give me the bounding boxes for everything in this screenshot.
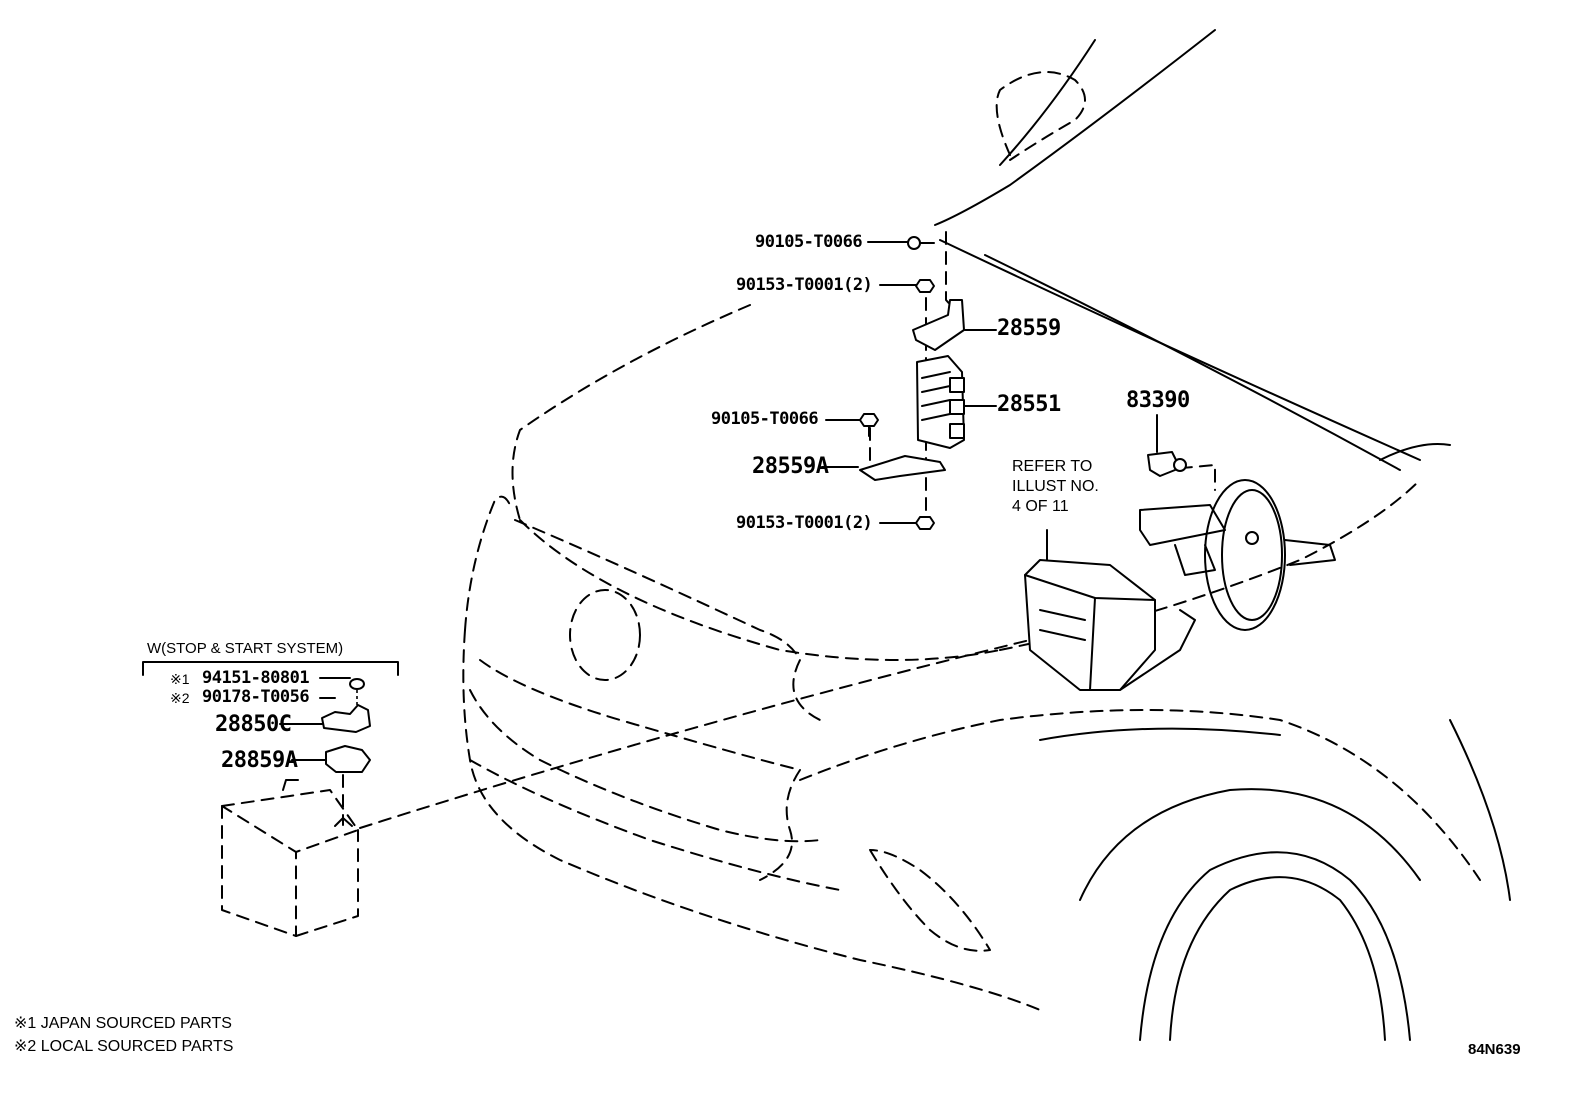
label-90153-t0001-bottom[interactable]: 90153-T0001(2) <box>736 513 873 533</box>
brake-booster-icon <box>1139 479 1336 631</box>
label-90105-t0066-mid[interactable]: 90105-T0066 <box>711 409 819 429</box>
bolt-90105-mid-icon[interactable] <box>859 413 879 437</box>
label-28559a[interactable]: 28559A <box>752 454 829 479</box>
car-body-outline <box>462 29 1511 1041</box>
bracket-28559a-icon[interactable] <box>859 455 946 481</box>
nut-90153-bottom-icon[interactable] <box>915 516 935 530</box>
junction-box-icon <box>1024 559 1196 691</box>
label-90178-t0056[interactable]: 90178-T0056 <box>202 687 310 707</box>
sensor-28850c-icon[interactable] <box>321 704 371 733</box>
nut-90153-top-icon[interactable] <box>915 279 935 293</box>
refer-note-line-3: 4 OF 11 <box>1012 498 1069 515</box>
label-28559[interactable]: 28559 <box>997 316 1061 341</box>
refer-note-line-2: ILLUST NO. <box>1012 478 1099 495</box>
relay-block-28551-icon[interactable] <box>916 355 965 449</box>
bracket-28559-icon[interactable] <box>912 299 965 351</box>
legend: ※1 JAPAN SOURCED PARTS ※2 LOCAL SOURCED … <box>14 1012 233 1058</box>
mark-1: ※1 <box>170 671 190 687</box>
stop-start-title: W(STOP & START SYSTEM) <box>147 640 344 657</box>
label-28859a[interactable]: 28859A <box>221 748 298 773</box>
nut-94151-icon[interactable] <box>349 678 365 710</box>
label-94151-80801[interactable]: 94151-80801 <box>202 668 310 688</box>
label-28551[interactable]: 28551 <box>997 392 1061 417</box>
label-90105-t0066-top[interactable]: 90105-T0066 <box>755 232 863 252</box>
bolt-90105-top-icon[interactable] <box>907 236 935 250</box>
legend-local: ※2 LOCAL SOURCED PARTS <box>14 1038 234 1056</box>
refer-note-line-1: REFER TO <box>1012 458 1093 475</box>
legend-japan: ※1 JAPAN SOURCED PARTS <box>14 1015 232 1032</box>
label-28850c[interactable]: 28850C <box>215 712 292 737</box>
sensor-83390-icon[interactable] <box>1147 451 1187 477</box>
refer-note: REFER TO ILLUST NO. 4 OF 11 <box>1012 457 1099 517</box>
label-83390[interactable]: 83390 <box>1126 388 1190 413</box>
diagram-id: 84N639 <box>1468 1041 1521 1058</box>
battery-icon <box>221 779 359 937</box>
group-bracket <box>142 661 399 676</box>
label-90153-t0001-top[interactable]: 90153-T0001(2) <box>736 275 873 295</box>
bracket-28859a-icon[interactable] <box>325 745 371 773</box>
mark-2: ※2 <box>170 690 190 706</box>
